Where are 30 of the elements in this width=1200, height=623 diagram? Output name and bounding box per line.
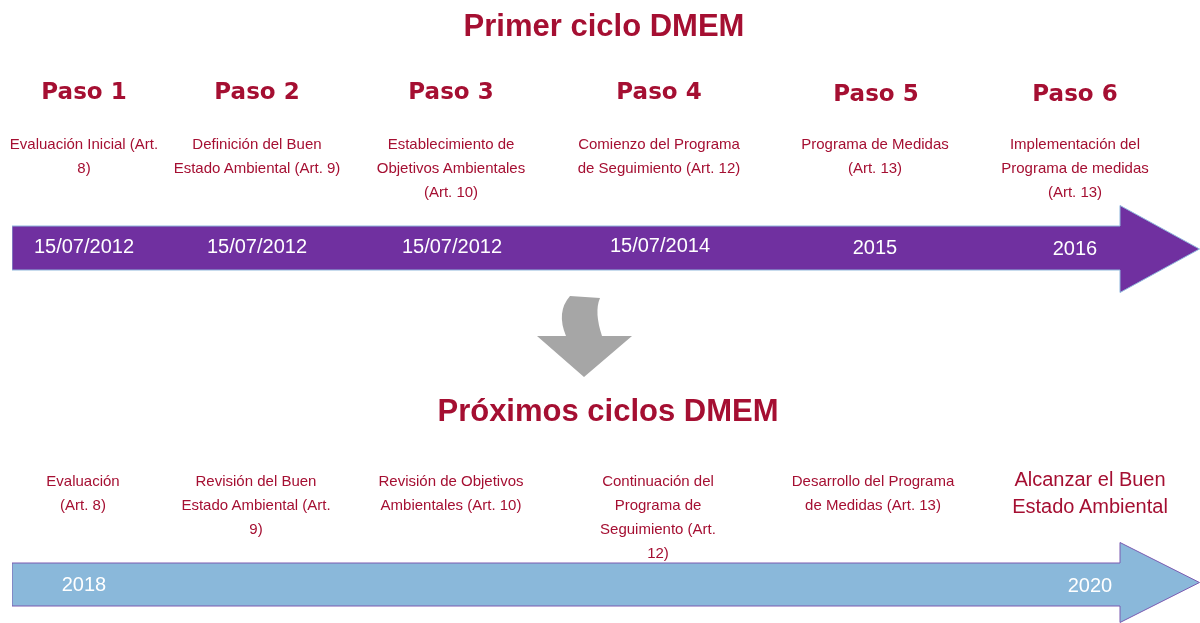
date-label: 15/07/2012 (401, 235, 503, 258)
step-heading: Paso 1 (41, 78, 127, 104)
timeline-arrow (12, 542, 1200, 623)
step-heading: Paso 3 (408, 78, 494, 104)
goal-text: Alcanzar el Buen Estado Ambiental (1011, 467, 1169, 519)
date-label: 15/07/2012 (206, 235, 308, 258)
step-description: Evaluación Inicial (Art. 8) (9, 134, 159, 178)
date-label: 15/07/2014 (609, 234, 711, 257)
step-description: Comienzo del Programa de Seguimiento (Art. 12) (576, 134, 742, 178)
step-description: Revisión del Buen Estado Ambiental (Art. 9) (180, 471, 332, 539)
date-label: 15/07/2012 (33, 235, 135, 258)
date-label: 2020 (1067, 574, 1113, 597)
date-label: 2018 (61, 573, 107, 596)
step-heading: Paso 2 (214, 78, 300, 104)
step-description: Evaluación (Art. 8) (45, 471, 121, 515)
section-heading: Próximos ciclos DMEM (437, 393, 779, 429)
step-heading: Paso 4 (616, 78, 702, 104)
step-description: Continuación del Programa de Seguimiento (Art. 12) (599, 471, 717, 563)
step-heading: Paso 6 (1032, 80, 1118, 106)
step-description: Revisión de Objetivos Ambientales (Art. 10) (377, 471, 525, 515)
date-label: 2016 (1052, 237, 1098, 260)
step-description: Programa de Medidas (Art. 13) (800, 134, 950, 178)
date-label: 2015 (852, 236, 898, 259)
timeline-arrow (12, 205, 1200, 293)
step-heading: Paso 5 (833, 80, 919, 106)
step-description: Desarrollo del Programa de Medidas (Art. 13) (790, 471, 956, 515)
step-description: Definición del Buen Estado Ambiental (Art. 9) (172, 134, 342, 178)
title: Primer ciclo DMEM (463, 8, 745, 44)
step-description: Implementación del Programa de medidas (Art. 13) (1000, 134, 1150, 202)
step-description: Establecimiento de Objetivos Ambientales (Art. 10) (375, 134, 527, 202)
